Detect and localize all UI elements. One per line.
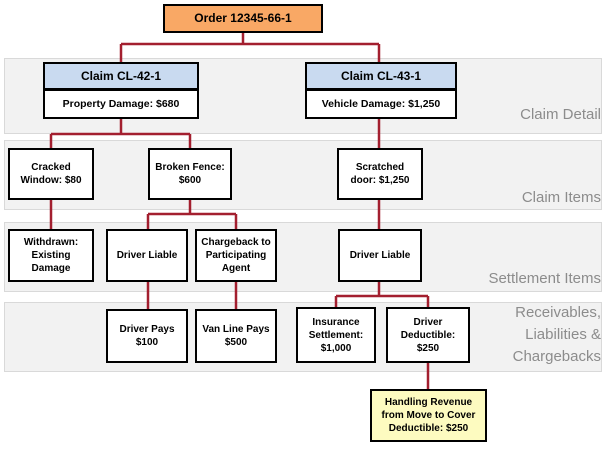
band-label-settlement-items: Settlement Items bbox=[488, 270, 601, 287]
settlement-driver-liable-fence: Driver Liable bbox=[106, 229, 188, 282]
settlement-withdrawn: Withdrawn: Existing Damage bbox=[8, 229, 94, 282]
receivable-van-line-pays: Van Line Pays $500 bbox=[195, 309, 277, 363]
band-label-receivables: Receivables, Liabilities & Chargebacks bbox=[512, 304, 601, 365]
band-label-claim-items: Claim Items bbox=[521, 189, 601, 206]
claim-cl-43-1-title: Claim CL-43-1 bbox=[305, 62, 457, 90]
order-node: Order 12345-66-1 bbox=[163, 4, 323, 33]
claim-cl-43-1-detail: Vehicle Damage: $1,250 bbox=[305, 89, 457, 119]
receivable-driver-pays: Driver Pays $100 bbox=[106, 309, 188, 363]
settlement-chargeback: Chargeback to Participating Agent bbox=[195, 229, 277, 282]
receivable-insurance-settlement: Insurance Settlement: $1,000 bbox=[296, 307, 376, 363]
band-claim-items bbox=[4, 140, 602, 210]
receivable-driver-deductible: Driver Deductible: $250 bbox=[386, 307, 470, 363]
band-settlement-items bbox=[4, 222, 602, 292]
handling-revenue-node: Handling Revenue from Move to Cover Dedu… bbox=[370, 389, 487, 442]
claim-cl-42-1-title: Claim CL-42-1 bbox=[43, 62, 199, 90]
band-label-claim-detail: Claim Detail bbox=[520, 106, 601, 123]
claim-cl-42-1-detail: Property Damage: $680 bbox=[43, 89, 199, 119]
claim-item-cracked-window: Cracked Window: $80 bbox=[8, 148, 94, 200]
claim-item-scratched-door: Scratched door: $1,250 bbox=[337, 148, 423, 200]
claim-item-broken-fence: Broken Fence: $600 bbox=[148, 148, 232, 200]
settlement-driver-liable-door: Driver Liable bbox=[338, 229, 422, 282]
